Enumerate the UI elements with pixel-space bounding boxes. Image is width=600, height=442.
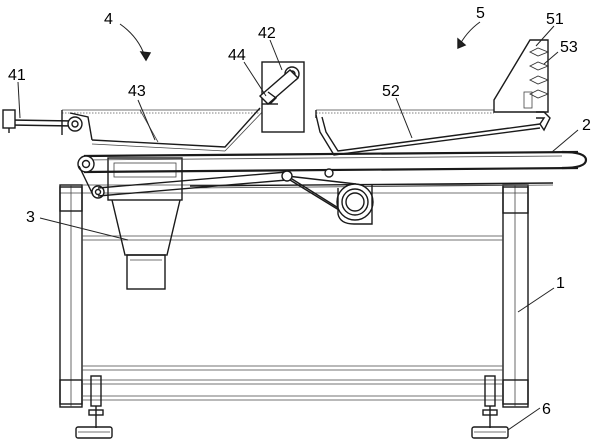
left-leg-top-bracket <box>59 186 83 212</box>
right-leg-top-bracket <box>502 186 529 214</box>
label-1: 1 <box>556 275 565 292</box>
label-51: 51 <box>546 11 564 28</box>
label-53: 53 <box>560 39 578 56</box>
assembly-4 <box>2 61 305 152</box>
label-3: 3 <box>26 209 35 226</box>
right-leg-bottom-bracket <box>502 379 529 405</box>
lever-handle <box>2 109 16 129</box>
pivot-pin-upper <box>324 168 334 178</box>
label-44: 44 <box>228 47 246 64</box>
pivot-pin <box>281 170 293 182</box>
left-leg-bottom-bracket <box>59 379 83 405</box>
left-roller <box>77 155 95 173</box>
label-5: 5 <box>476 5 485 22</box>
comb-plate-51 <box>493 39 549 113</box>
foot-left <box>75 375 113 439</box>
foot-right <box>471 375 509 439</box>
hopper <box>107 157 183 290</box>
part-labels: 41 4 43 44 42 5 52 51 53 2 3 1 6 <box>8 5 591 418</box>
label-6: 6 <box>542 401 551 418</box>
arm-44 <box>258 69 300 105</box>
leader-lines <box>17 21 579 431</box>
assembly-5 <box>315 39 551 156</box>
label-52: 52 <box>382 83 400 100</box>
frame <box>59 184 529 408</box>
label-41: 41 <box>8 67 26 84</box>
label-4: 4 <box>104 11 113 28</box>
label-43: 43 <box>128 83 146 100</box>
right-leg <box>502 184 529 408</box>
label-2: 2 <box>582 117 591 134</box>
tray-pivot <box>67 116 83 132</box>
label-42: 42 <box>258 25 276 42</box>
linkage <box>97 168 374 225</box>
